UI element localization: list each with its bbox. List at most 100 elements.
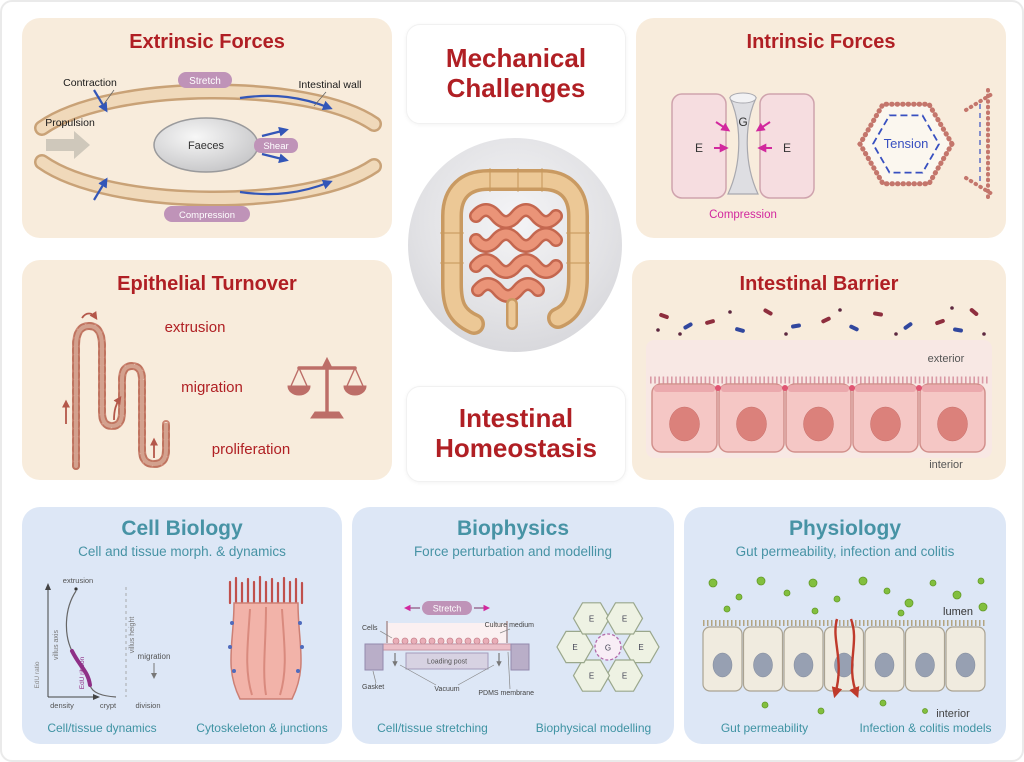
interior-label: interior [929, 459, 963, 471]
epithelial-turnover-illustration: extrusion migration proliferation [61, 311, 367, 470]
edu-ratio-label: EdU ratio [34, 661, 41, 688]
cells-label: Cells [362, 625, 378, 632]
gasket-label: Gasket [362, 684, 384, 691]
physiology-title: Physiology [788, 517, 902, 540]
cell-biology-panel: Cell Biology Cell and tissue morph. & dy… [22, 507, 342, 744]
migration-tiny-label: migration [138, 652, 171, 661]
caption-cytoskeleton-junctions: Cytoskeleton & junctions [196, 721, 328, 735]
junction-mesh-graphic [964, 88, 994, 200]
force-arrows [93, 89, 333, 201]
wall-leader-line [313, 91, 327, 107]
biophysics-captions: Cell/tissue stretching Biophysical model… [352, 721, 674, 735]
villus-height-label: villus height [129, 617, 136, 654]
intestinal-homeostasis-title: Intestinal Homeostasis [435, 403, 597, 463]
intestinal-homeostasis-card: Intestinal Homeostasis [406, 386, 626, 482]
stretch-pill [178, 72, 232, 88]
contraction-leader-line [103, 89, 115, 105]
compression-arrows [714, 121, 772, 153]
vacuum-label: Vacuum [434, 686, 459, 693]
stretch-pill [422, 601, 472, 615]
stretch-label: Stretch [433, 604, 462, 614]
migration-label: migration [181, 379, 243, 396]
division-label: division [135, 701, 160, 710]
crypt-villus-graphic [72, 322, 170, 470]
faeces-label: Faeces [188, 140, 225, 152]
biophysics-title: Biophysics [456, 517, 570, 540]
epithelium-graphic [651, 383, 986, 453]
stretching-device-diagram: Stretch Loading post Cells Culture mediu… [362, 601, 534, 697]
model-goblet-circle [594, 633, 622, 661]
actin-brush-graphic [228, 575, 304, 605]
mechanical-challenges-title: Mechanical Challenges [445, 43, 587, 103]
e-cell-label-right: E [783, 141, 791, 155]
caption-infection-colitis: Infection & colitis models [859, 721, 992, 735]
caption-cell-tissue-dynamics: Cell/tissue dynamics [47, 721, 157, 735]
villus-axis-label: villus axis [53, 630, 60, 660]
cytoskeleton-diagram [228, 575, 304, 700]
lumen-label: lumen [943, 606, 973, 618]
intestinal-wall-graphic [34, 83, 382, 207]
infection-arrows [831, 618, 860, 699]
model-g-label: G [605, 644, 611, 653]
intrinsic-forces-title: Intrinsic Forces [746, 31, 896, 53]
g-cell-label: G [738, 115, 747, 129]
model-e-label: E [589, 672, 594, 681]
caption-cell-tissue-stretching: Cell/tissue stretching [377, 721, 488, 735]
extrusion-tiny-label: extrusion [63, 576, 93, 585]
bacteria-graphic [656, 306, 986, 336]
propulsion-label: Propulsion [45, 117, 95, 129]
model-e-label: E [622, 614, 627, 623]
stretch-label: Stretch [189, 76, 221, 87]
tight-junction-dots [715, 385, 922, 391]
caption-gut-permeability: Gut permeability [720, 721, 809, 735]
extrusion-label: extrusion [165, 319, 226, 336]
shear-pill [254, 138, 298, 153]
intestinal-barrier-title: Intestinal Barrier [739, 273, 899, 295]
density-label: density [50, 701, 74, 710]
epithelial-turnover-panel: Epithelial Turnover extrusion migration … [22, 260, 392, 480]
physiology-captions: Gut permeability Infection & colitis mod… [684, 721, 1006, 735]
pdms-membrane-graphic [382, 643, 512, 651]
contraction-label: Contraction [63, 77, 117, 89]
caption-biophysical-modelling: Biophysical modelling [535, 721, 652, 735]
lumen-particles [708, 576, 988, 617]
balance-scale-icon [287, 356, 367, 419]
junction-dots [228, 621, 304, 673]
intrinsic-forces-illustration: E G E Compression Tension [671, 88, 994, 221]
model-e-label: E [589, 614, 594, 623]
extrinsic-forces-panel: Extrinsic Forces Contraction S [22, 18, 392, 238]
crypt-label: crypt [100, 701, 117, 710]
propulsion-arrow [46, 131, 90, 159]
tension-label: Tension [884, 136, 929, 151]
cell-biology-captions: Cell/tissue dynamics Cytoskeleton & junc… [22, 721, 342, 735]
biophysical-model-diagram: E E E E E E G [556, 602, 660, 692]
extrinsic-forces-illustration: Contraction Stretch Intestinal wall Prop… [34, 72, 382, 222]
intestine-icon [440, 168, 590, 335]
model-hexagons [556, 602, 660, 692]
intestinal-barrier-illustration: exterior [646, 306, 992, 471]
edu-ribbon-curve [70, 649, 92, 687]
physiology-subtitle: Gut permeability, infection and colitis [735, 544, 955, 559]
e-cell-label-left: E [695, 141, 703, 155]
intestinal-barrier-panel: Intestinal Barrier [632, 260, 1006, 480]
intestine-circle [408, 138, 622, 352]
permeability-diagram: lumen [702, 576, 988, 720]
shear-label: Shear [263, 141, 288, 152]
mechanical-challenges-card: Mechanical Challenges [406, 24, 626, 124]
loading-post-label: Loading post [427, 659, 467, 666]
loading-post-graphic [405, 652, 489, 670]
goblet-cell [727, 97, 759, 195]
compression-label: Compression [709, 209, 777, 221]
cell-biology-subtitle: Cell and tissue morph. & dynamics [78, 544, 286, 559]
gasket-right-graphic [510, 643, 530, 671]
turnover-arrows [61, 311, 159, 458]
epithelial-cells-graphic [671, 92, 815, 199]
compression-pill [164, 206, 250, 222]
compression-label: Compression [179, 210, 235, 221]
model-e-label: E [638, 643, 643, 652]
physiology-panel: Physiology Gut permeability, infection a… [684, 507, 1006, 744]
cells-row-graphic [392, 637, 499, 645]
biophysics-subtitle: Force perturbation and modelling [413, 544, 613, 559]
proliferation-label: proliferation [212, 441, 290, 458]
